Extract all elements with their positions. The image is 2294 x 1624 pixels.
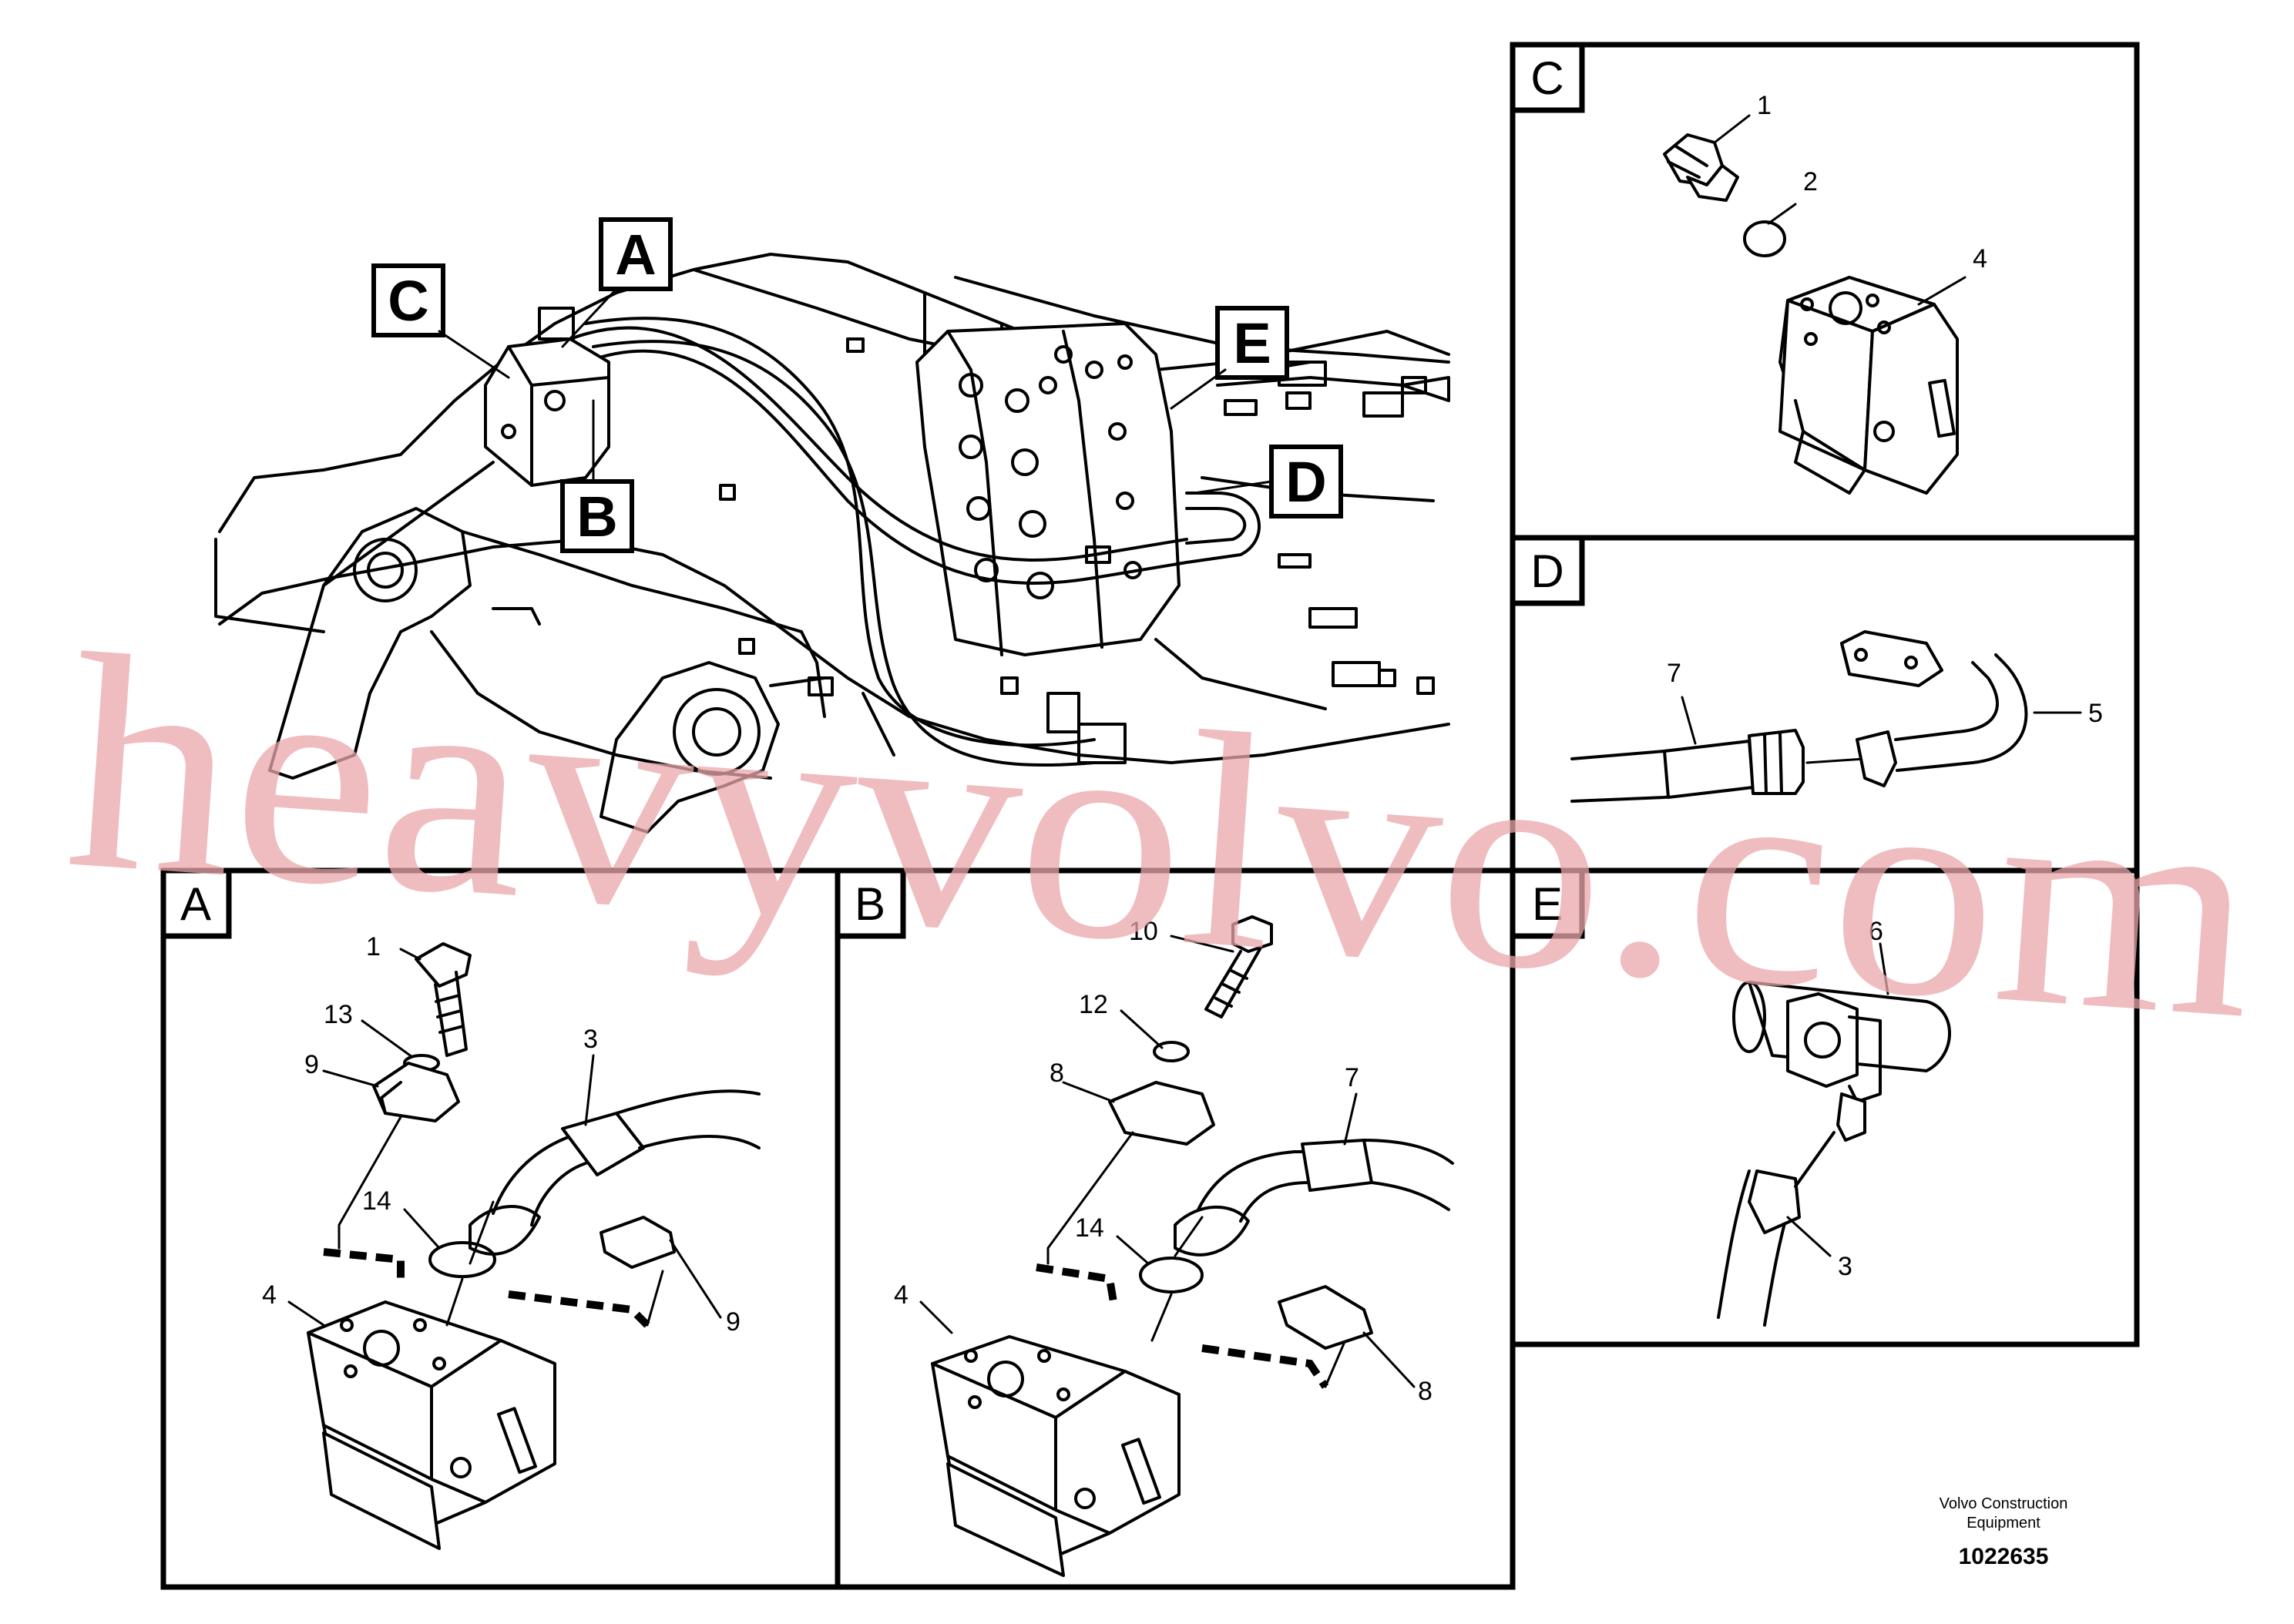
part-label-B-14: 14: [1075, 1213, 1104, 1243]
part-label-C-1: 1: [1757, 91, 1772, 120]
overview-illustration: [214, 253, 1450, 834]
part-label-E-3: 3: [1838, 1252, 1852, 1281]
panel-D-content: 7 5: [1570, 630, 2103, 803]
callout-label-D: D: [1285, 450, 1326, 514]
part-label-B-8: 8: [1050, 1059, 1064, 1088]
part-label-D-7: 7: [1667, 659, 1681, 688]
panel-tab-E: E: [1510, 867, 1585, 939]
tube-tee-6: [1732, 981, 1951, 1142]
part-label-A-9: 9: [304, 1050, 319, 1079]
callout-label-B: B: [576, 485, 617, 549]
panel-letter-D: D: [1530, 545, 1563, 597]
panel-letter-B: B: [855, 878, 885, 930]
panel-letter-A: A: [180, 878, 211, 930]
o-ring-2: [1743, 220, 1786, 257]
figure-number: 1022635: [1959, 1544, 2049, 1569]
overview-callout-E: E: [1170, 306, 1289, 410]
hose-3: [1717, 1131, 1836, 1327]
panel-tab-B: B: [835, 867, 906, 939]
tube-5: [1840, 630, 2028, 787]
part-label-B-8b: 8: [1418, 1377, 1432, 1406]
part-label-B-10: 10: [1129, 917, 1158, 946]
callout-label-A: A: [615, 223, 656, 287]
pilot-valve-4-B: [931, 1335, 1181, 1577]
part-label-A-14: 14: [362, 1186, 391, 1216]
overview-callout-B: B: [560, 399, 634, 553]
panel-B-content: 10 12 8 7 14 4 8: [894, 915, 1454, 1577]
hose-nut: [1748, 729, 1805, 795]
publisher-block: Volvo Construction Equipment 1022635: [1940, 1495, 2068, 1569]
part-label-A-13: 13: [324, 1000, 353, 1029]
part-label-A-3: 3: [583, 1025, 598, 1054]
part-label-B-7: 7: [1345, 1063, 1359, 1092]
panel-tab-D: D: [1510, 535, 1585, 606]
panel-letter-C: C: [1530, 52, 1563, 104]
fitting-1: [1663, 133, 1739, 202]
panel-frames: [160, 42, 2140, 1590]
publisher-line-1: Volvo Construction: [1940, 1495, 2068, 1512]
panel-tab-C: C: [1510, 42, 1585, 113]
callout-label-E: E: [1233, 311, 1271, 375]
part-label-A-1: 1: [366, 932, 381, 961]
panel-letter-E: E: [1532, 878, 1563, 930]
part-label-E-6: 6: [1869, 917, 1883, 946]
part-label-A-4: 4: [262, 1280, 277, 1310]
part-label-D-5: 5: [2088, 699, 2103, 728]
part-label-B-12: 12: [1079, 990, 1108, 1019]
panel-C-content: 1 2 4: [1663, 91, 1987, 495]
part-label-A-9b: 9: [726, 1307, 741, 1337]
overview-callout-C: C: [371, 263, 510, 379]
panel-A-content: 1 13 9 3 14 4 9: [262, 932, 761, 1550]
part-label-C-2: 2: [1803, 167, 1818, 196]
callout-label-C: C: [388, 269, 428, 333]
part-label-B-4: 4: [894, 1280, 909, 1310]
overview-callout-D: D: [1193, 445, 1343, 518]
panel-tab-A: A: [160, 867, 232, 939]
panel-E-content: 6 3: [1717, 917, 1951, 1327]
pilot-valve-4: [1778, 276, 1959, 495]
pilot-valve-4-A: [307, 1300, 556, 1550]
part-label-C-4: 4: [1973, 244, 1987, 273]
overview-callout-A: A: [561, 217, 673, 348]
publisher-line-2: Equipment: [1967, 1515, 2040, 1532]
